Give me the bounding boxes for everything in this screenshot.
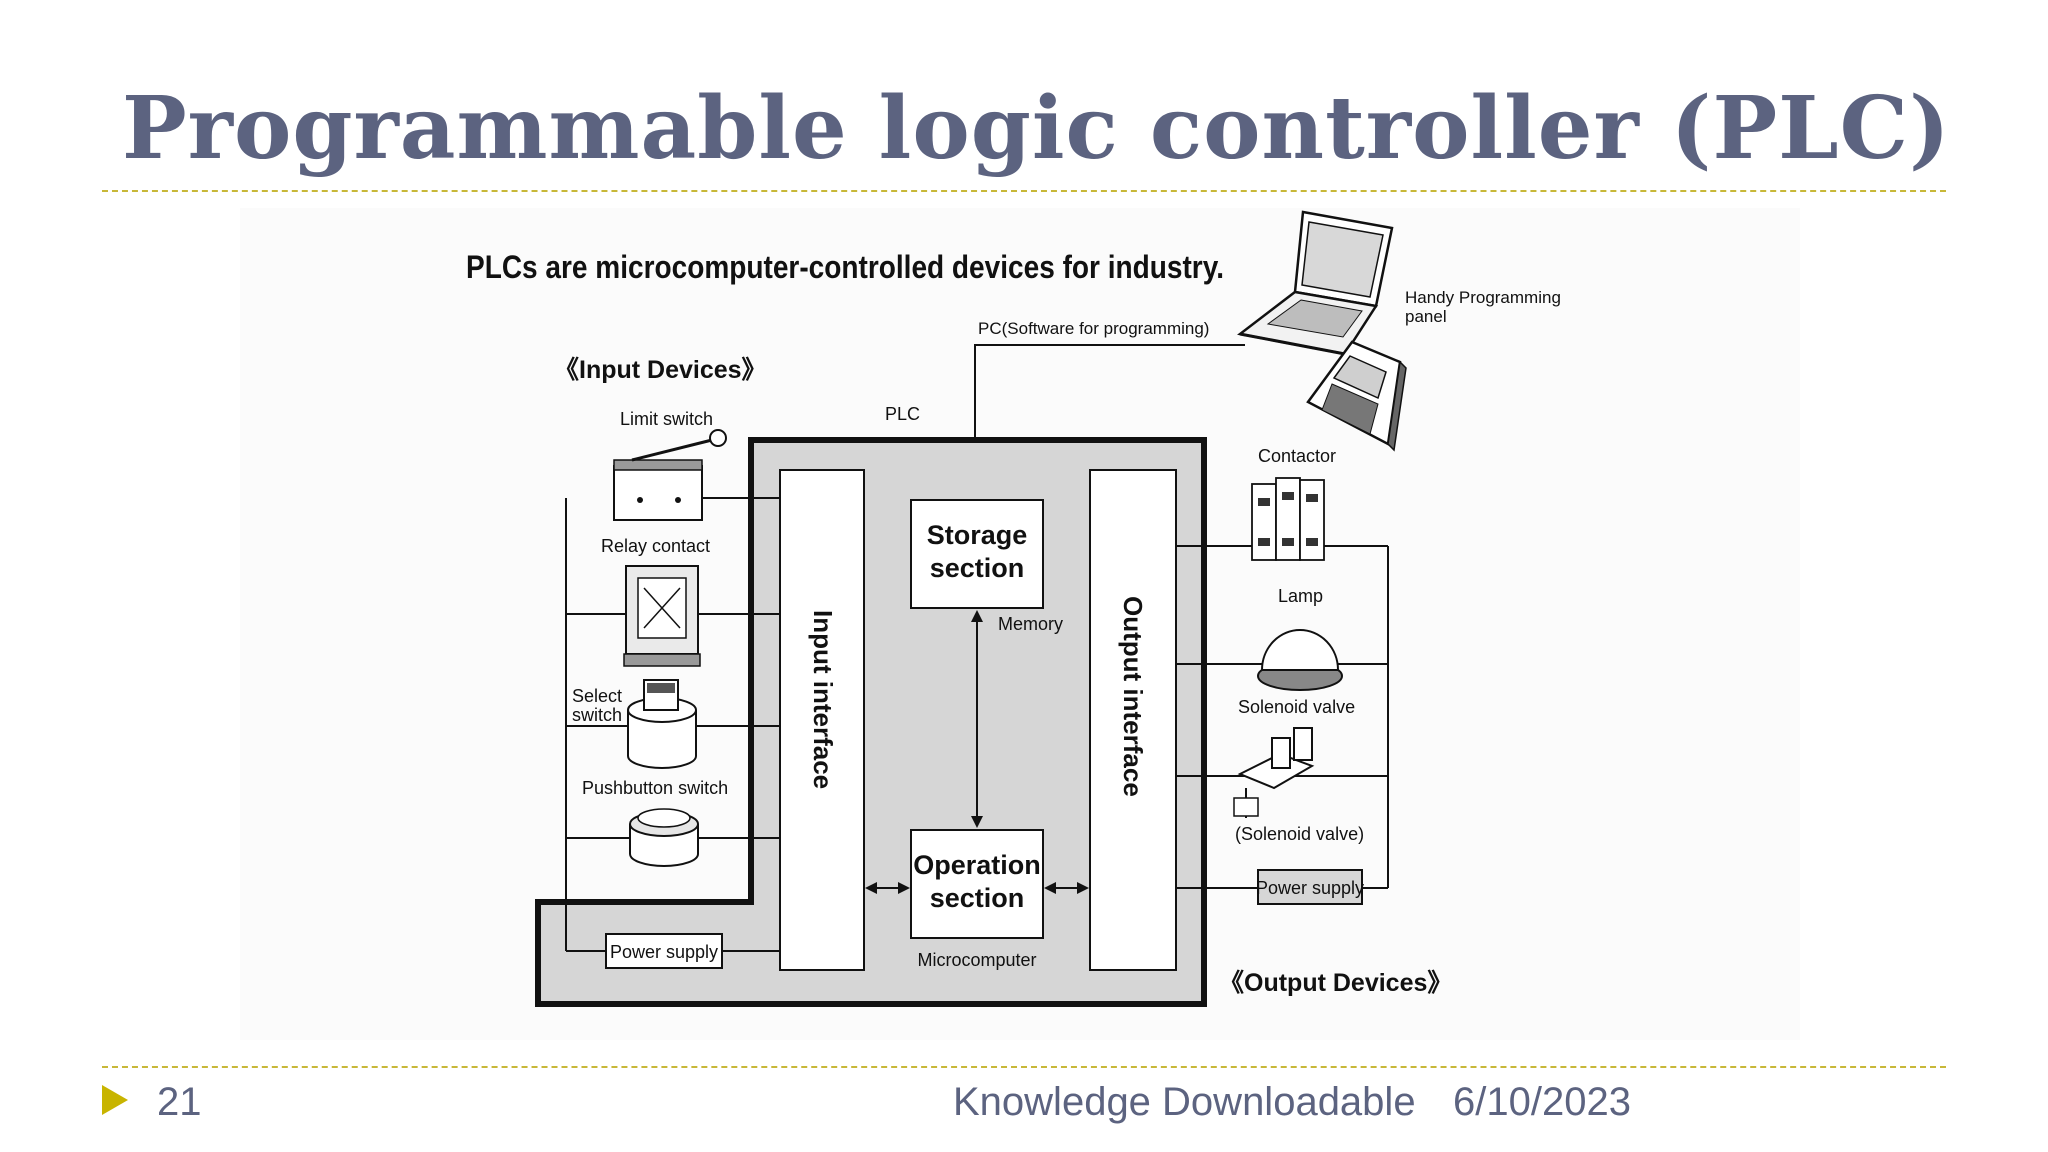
memory-label: Memory	[998, 614, 1063, 634]
operation-section-block	[910, 829, 1044, 939]
limit-switch-icon	[613, 429, 727, 521]
input-interface-label: Input interface	[808, 610, 838, 789]
select-switch-label-1: Select	[572, 686, 622, 706]
plc-diagram: PLCs are microcomputer-controlled device…	[240, 208, 1800, 1040]
footer-organization: Knowledge Downloadable	[953, 1080, 1416, 1124]
lamp-icon	[1257, 629, 1343, 691]
output-power-supply: Power supply	[1256, 869, 1364, 905]
pushbutton-switch-icon	[629, 808, 699, 867]
handy-panel-label-1: Handy Programming	[1405, 288, 1561, 307]
solenoid-valve-label: Solenoid valve	[1238, 697, 1355, 717]
page-number: 21	[157, 1080, 202, 1124]
handy-programming-panel-icon	[1306, 340, 1407, 452]
input-power-supply: Power supply	[605, 933, 723, 969]
laptop-icon	[1237, 210, 1394, 356]
limit-switch-label: Limit switch	[620, 409, 713, 429]
operation-label-2: section	[930, 883, 1025, 913]
solenoid-valve-paren-label: (Solenoid valve)	[1235, 824, 1364, 844]
bottom-divider	[102, 1066, 1946, 1068]
plc-diagram-svg: PLCs are microcomputer-controlled device…	[466, 210, 1561, 1007]
footer-bullet-icon	[102, 1085, 128, 1115]
relay-contact-icon	[623, 565, 701, 667]
input-devices-heading: 《Input Devices》	[554, 356, 767, 384]
input-to-operation-arrow	[865, 882, 910, 894]
output-interface-block	[1089, 469, 1177, 971]
select-switch-label-2: switch	[572, 705, 622, 725]
memory-bus-arrow	[971, 610, 983, 828]
pushbutton-switch-label: Pushbutton switch	[582, 778, 728, 798]
storage-section-block	[910, 499, 1044, 609]
storage-label-2: section	[930, 553, 1025, 583]
output-interface-label: Output interface	[1118, 596, 1148, 797]
pc-software-label: PC(Software for programming)	[978, 319, 1209, 338]
input-interface-block	[779, 469, 865, 971]
slide-title: Programmable logic controller (PLC)	[122, 78, 1951, 179]
operation-to-output-arrow	[1044, 882, 1089, 894]
storage-label-1: Storage	[927, 520, 1028, 550]
operation-label-1: Operation	[913, 850, 1041, 880]
relay-contact-label: Relay contact	[601, 536, 710, 556]
microcomputer-label: Microcomputer	[917, 950, 1036, 970]
output-devices-heading: 《Output Devices》	[1219, 969, 1452, 997]
output-power-supply-label: Power supply	[1256, 878, 1364, 898]
top-divider	[102, 190, 1946, 192]
lamp-label: Lamp	[1278, 586, 1323, 606]
plc-label: PLC	[885, 404, 920, 424]
input-power-supply-label: Power supply	[610, 942, 718, 962]
solenoid-valve-icon	[1233, 727, 1315, 818]
footer-date: 6/10/2023	[1453, 1080, 1631, 1124]
diagram-headline: PLCs are microcomputer-controlled device…	[466, 249, 1224, 285]
handy-panel-label-2: panel	[1405, 307, 1447, 326]
select-switch-icon	[627, 679, 697, 769]
contactor-icon	[1251, 477, 1325, 561]
contactor-label: Contactor	[1258, 446, 1336, 466]
